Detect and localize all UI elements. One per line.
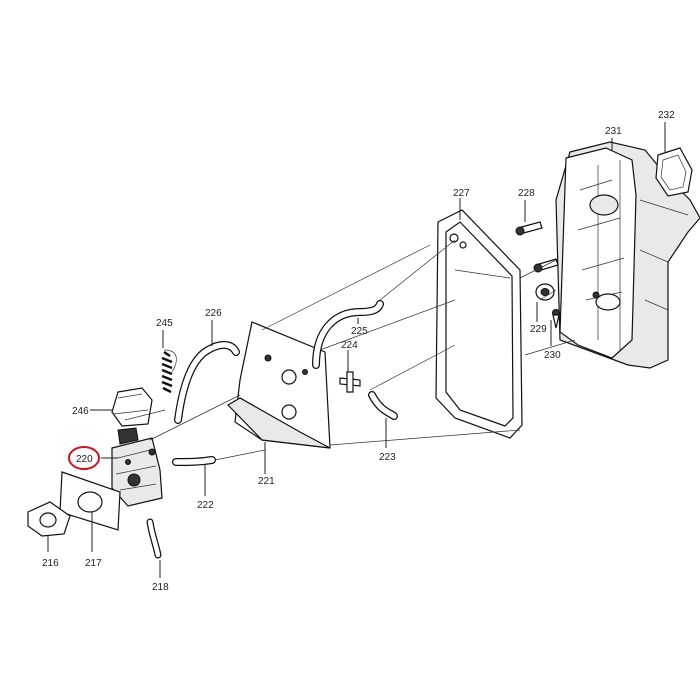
part-229-grommet [535, 283, 555, 301]
label-230: 230 [544, 350, 561, 361]
label-232: 232 [658, 110, 675, 121]
label-229: 229 [530, 324, 547, 335]
part-225-hose [312, 300, 384, 369]
label-228: 228 [518, 188, 535, 199]
part-223-hose [368, 391, 398, 420]
label-224: 224 [341, 340, 358, 351]
label-216: 216 [42, 558, 59, 569]
label-225: 225 [351, 326, 368, 337]
label-223: 223 [379, 452, 396, 463]
part-231-housing [555, 141, 700, 369]
part-221-plate [227, 321, 331, 449]
label-221: 221 [258, 476, 275, 487]
part-232-gasket [655, 147, 693, 197]
highlight-ring-220 [68, 446, 100, 470]
part-245-spring [161, 349, 177, 394]
part-216-gasket [27, 501, 71, 537]
part-227-seal [435, 209, 523, 439]
label-220: 220 [76, 454, 93, 465]
label-246: 246 [72, 406, 89, 417]
label-222: 222 [197, 500, 214, 511]
part-230-screw [552, 309, 560, 329]
leader-lines [47, 122, 666, 578]
label-227: 227 [453, 188, 470, 199]
part-220-carburetor [111, 427, 163, 507]
assembly-guide-lines [124, 239, 576, 461]
label-226: 226 [205, 308, 222, 319]
part-217-insulator [59, 471, 121, 531]
part-218-hose [146, 518, 162, 559]
label-245: 245 [156, 318, 173, 329]
label-218: 218 [152, 582, 169, 593]
label-231: 231 [605, 126, 622, 137]
part-226-hose [174, 341, 240, 424]
part-224-t-connector [339, 371, 361, 393]
label-217: 217 [85, 558, 102, 569]
part-222-hose [172, 456, 216, 466]
part-228-screws [515, 221, 559, 273]
part-labels: 216 217 218 220 221 222 223 224 225 226 … [42, 110, 675, 593]
part-246-cover [111, 387, 153, 427]
